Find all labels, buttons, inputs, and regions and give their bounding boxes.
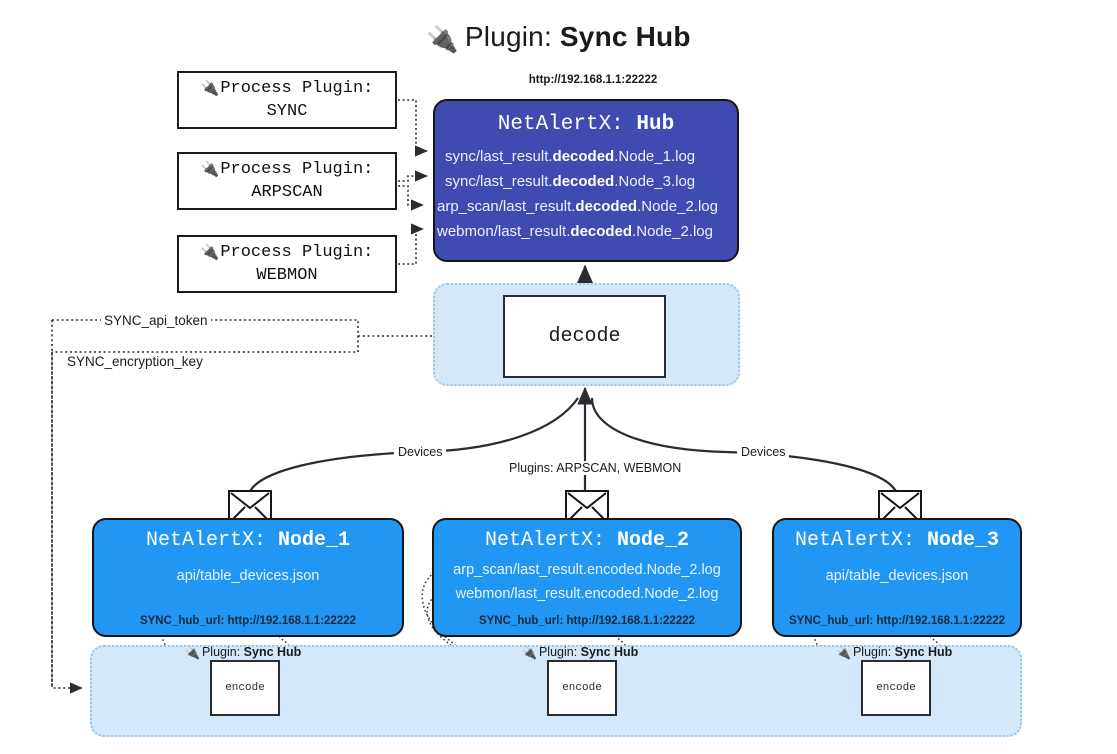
decode-box[interactable]: decode bbox=[503, 295, 666, 378]
hub-box[interactable]: NetAlertX: Hub sync/last_result.decoded.… bbox=[433, 99, 739, 262]
node-box-node-2[interactable]: NetAlertX: Node_2 arp_scan/last_result.e… bbox=[432, 518, 742, 637]
process-plugin-name: WEBMON bbox=[256, 266, 318, 285]
node-title: NetAlertX: Node_3 bbox=[774, 529, 1020, 552]
sync-encryption-key-label: SYNC_encryption_key bbox=[64, 354, 206, 369]
hub-title: NetAlertX: Hub bbox=[435, 113, 737, 136]
electric-plug-icon: 🔌 bbox=[200, 79, 220, 97]
electric-plug-icon: 🔌 bbox=[426, 24, 459, 54]
hub-log-list: sync/last_result.decoded.Node_1.log sync… bbox=[435, 144, 737, 244]
node-title: NetAlertX: Node_2 bbox=[434, 529, 740, 552]
hub-title-prefix: NetAlertX: bbox=[497, 113, 624, 136]
process-plugin-name: SYNC bbox=[266, 102, 308, 121]
edge-label-devices-right: Devices bbox=[737, 445, 790, 459]
process-plugin-heading: Process Plugin: bbox=[220, 160, 374, 179]
node-title-prefix: NetAlertX: bbox=[484, 529, 605, 552]
edge-label-plugins: Plugins: ARPSCAN, WEBMON bbox=[505, 461, 686, 475]
hub-log-line: webmon/last_result.decoded.Node_2.log bbox=[437, 223, 713, 240]
node-title: NetAlertX: Node_1 bbox=[94, 529, 402, 552]
hub-log-line: sync/last_result.decoded.Node_3.log bbox=[445, 173, 696, 190]
process-plugin-name: ARPSCAN bbox=[251, 183, 323, 202]
encoder-caption: 🔌Plugin: Sync Hub bbox=[836, 645, 953, 660]
page-title-prefix: Plugin: bbox=[464, 21, 552, 52]
encoder-caption: 🔌Plugin: Sync Hub bbox=[522, 645, 639, 660]
page-title-name: Sync Hub bbox=[559, 21, 691, 52]
encoder-caption: 🔌Plugin: Sync Hub bbox=[185, 645, 302, 660]
process-plugin-heading: Process Plugin: bbox=[220, 243, 374, 262]
node-log-line: webmon/last_result.encoded.Node_2.log bbox=[455, 586, 719, 602]
encode-box-node-2[interactable]: encode bbox=[547, 660, 617, 716]
node-title-name: Node_2 bbox=[617, 529, 690, 552]
node-box-node-1[interactable]: NetAlertX: Node_1 api/table_devices.json… bbox=[92, 518, 404, 637]
hub-url: http://192.168.1.1:22222 bbox=[528, 74, 658, 86]
node-title-prefix: NetAlertX: bbox=[794, 529, 915, 552]
node-log-line: api/table_devices.json bbox=[176, 568, 320, 584]
node-box-node-3[interactable]: NetAlertX: Node_3 api/table_devices.json… bbox=[772, 518, 1022, 637]
electric-plug-icon: 🔌 bbox=[836, 646, 851, 660]
node-title-name: Node_1 bbox=[278, 529, 351, 552]
node-hub-url: SYNC_hub_url: http://192.168.1.1:22222 bbox=[478, 615, 696, 627]
sync-api-token-label: SYNC_api_token bbox=[101, 313, 211, 328]
page-title: 🔌Plugin: Sync Hub bbox=[0, 16, 1117, 60]
node-title-prefix: NetAlertX: bbox=[145, 529, 266, 552]
encode-box-node-3[interactable]: encode bbox=[861, 660, 931, 716]
electric-plug-icon: 🔌 bbox=[200, 243, 220, 261]
process-plugin-arpscan[interactable]: 🔌Process Plugin: ARPSCAN bbox=[177, 152, 397, 210]
electric-plug-icon: 🔌 bbox=[200, 160, 220, 178]
node-log-line: arp_scan/last_result.encoded.Node_2.log bbox=[453, 562, 721, 578]
hub-log-line: sync/last_result.decoded.Node_1.log bbox=[445, 148, 696, 165]
node-hub-url: SYNC_hub_url: http://192.168.1.1:22222 bbox=[788, 615, 1006, 627]
hub-log-line: arp_scan/last_result.decoded.Node_2.log bbox=[437, 198, 718, 215]
electric-plug-icon: 🔌 bbox=[522, 646, 537, 660]
hub-title-name: Hub bbox=[636, 113, 675, 136]
edge-label-devices-left: Devices bbox=[394, 445, 447, 459]
node-log-line: api/table_devices.json bbox=[825, 568, 969, 584]
node-title-name: Node_3 bbox=[927, 529, 1000, 552]
process-plugin-sync[interactable]: 🔌Process Plugin: SYNC bbox=[177, 71, 397, 129]
node-hub-url: SYNC_hub_url: http://192.168.1.1:22222 bbox=[139, 615, 357, 627]
process-plugin-webmon[interactable]: 🔌Process Plugin: WEBMON bbox=[177, 235, 397, 293]
electric-plug-icon: 🔌 bbox=[185, 646, 200, 660]
process-plugin-heading: Process Plugin: bbox=[220, 79, 374, 98]
encode-box-node-1[interactable]: encode bbox=[210, 660, 280, 716]
